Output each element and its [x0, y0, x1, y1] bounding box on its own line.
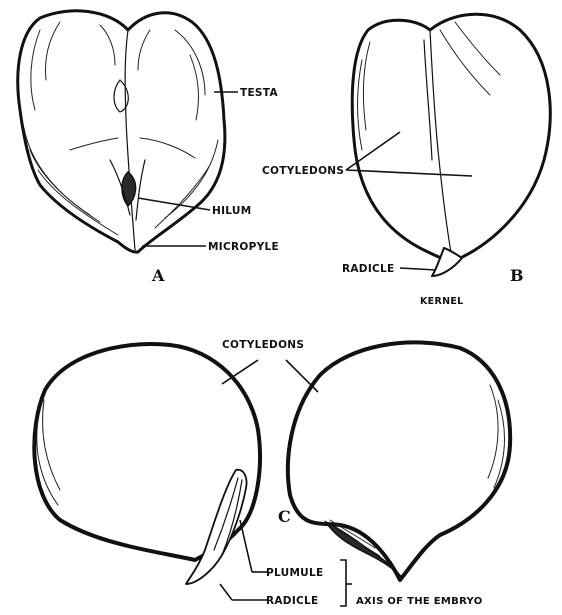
label-axis-of-embryo: AXIS OF THE EMBRYO: [356, 596, 483, 607]
figure-c-split-cotyledons: COTYLEDONS PLUMULE RADICLE AXIS OF THE E…: [34, 339, 510, 607]
kernel-outline: [352, 14, 550, 260]
label-cotyledons-c: COTYLEDONS: [222, 339, 304, 351]
right-cotyledon: [288, 342, 510, 580]
label-radicle-b: RADICLE: [342, 263, 395, 275]
label-cotyledons-b: COTYLEDONS: [262, 165, 344, 177]
label-radicle-c: RADICLE: [266, 595, 319, 607]
panel-label-a: A: [151, 266, 165, 285]
panel-label-c: C: [278, 507, 291, 526]
label-kernel: KERNEL: [420, 296, 463, 307]
figure-a-seed: TESTA HILUM MICROPYLE A: [18, 11, 279, 285]
label-hilum: HILUM: [212, 205, 252, 217]
label-testa: TESTA: [240, 87, 278, 99]
label-micropyle: MICROPYLE: [208, 241, 279, 253]
figure-b-kernel: COTYLEDONS RADICLE KERNEL B: [262, 14, 550, 307]
label-plumule: PLUMULE: [266, 567, 323, 579]
panel-label-b: B: [510, 266, 524, 285]
